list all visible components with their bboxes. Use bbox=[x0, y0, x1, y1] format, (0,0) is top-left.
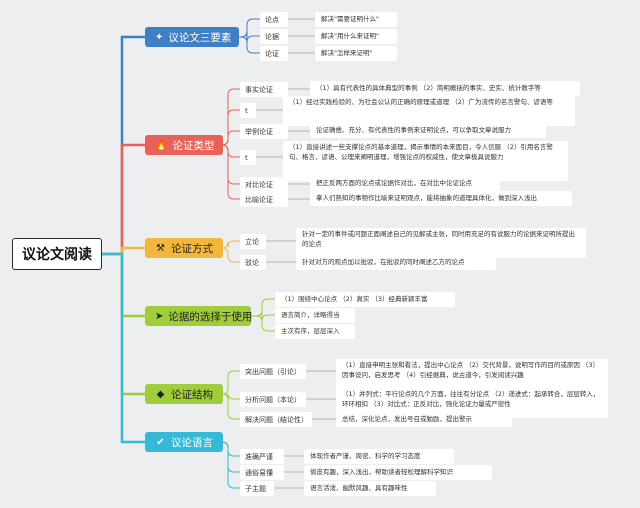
detail-raise-question[interactable]: （1）直接申明主张和看法，提出中心论点 （2）交代背景，说明写作的目的或原因 （… bbox=[336, 359, 608, 389]
subtopic-ordered-layers[interactable]: 主次有序，层层深入 bbox=[275, 324, 355, 339]
connector-sub-s0i2 bbox=[239, 36, 260, 54]
section-three-elements[interactable]: ✦ 议论文三要素 bbox=[145, 27, 239, 47]
paper-plane-icon: ➤ bbox=[155, 310, 164, 322]
subtopic-lunju[interactable]: 论据 bbox=[260, 29, 288, 44]
detail-establish[interactable]: 针对一定的事件或问题正面阐述自己的见解或主张，同时用充足的有说服力的论据来证明所… bbox=[296, 228, 586, 258]
subtopic-establish[interactable]: 立论 bbox=[240, 234, 266, 249]
connector-sub-s4i0 bbox=[221, 370, 240, 395]
subtopic-accessible[interactable]: 通俗易懂 bbox=[240, 465, 284, 480]
connector-sub-s1i3 bbox=[221, 144, 240, 158]
subtopic-evidence-criteria[interactable]: （1）围绕中心论点 （2）真实 （3）经典新颖丰富 bbox=[275, 292, 455, 307]
subtopic-concise-language[interactable]: 语言简介，详略得当 bbox=[275, 308, 355, 323]
connector-sub-s5i0 bbox=[221, 441, 240, 457]
fire-icon: 🔥 bbox=[155, 139, 168, 151]
section-evidence-selection[interactable]: ➤ 论据的选择于使用 bbox=[145, 306, 253, 326]
section-argument-structure[interactable]: ◆ 论证结构 bbox=[145, 384, 223, 404]
connector-sub-s1i2 bbox=[221, 130, 240, 146]
subtopic-subtheme[interactable]: 子主题 bbox=[240, 481, 274, 496]
check-icon: ✔ bbox=[156, 436, 165, 448]
connector-section-4 bbox=[102, 252, 145, 396]
section-title: 论证方式 bbox=[171, 242, 213, 255]
connector-sub-s1i4 bbox=[221, 144, 240, 185]
connector-sub-s1i5 bbox=[221, 144, 240, 200]
connector-sub-s5i2 bbox=[221, 441, 240, 489]
detail-fact-argument[interactable]: （1）具有代表性的具体典型的事例 （2）简明概括的事实、史实、统计数字等 bbox=[310, 81, 580, 96]
subtopic-fact-argument[interactable]: 事实论证 bbox=[240, 82, 288, 97]
subtopic-analyze-question[interactable]: 分析问题（本论） bbox=[240, 392, 306, 407]
detail-metaphor-argument[interactable]: 拿人们熟知的事物作比喻来证明观点，能将抽象的道理具体化，做到深入浅出 bbox=[310, 191, 572, 206]
detail-lundian[interactable]: 解决"需要证明什么" bbox=[315, 12, 397, 27]
connector-section-1 bbox=[102, 143, 145, 256]
detail-lunzheng[interactable]: 解决"怎样来证明" bbox=[315, 46, 397, 61]
connector-sub-s3i2 bbox=[251, 315, 275, 332]
detail-solve-question[interactable]: 总结，深化论点，发出号召或勉励，提出警示 bbox=[336, 412, 512, 427]
diamond-icon: ◆ bbox=[156, 388, 165, 400]
connector-sub-s5i1 bbox=[221, 441, 240, 473]
detail-accurate[interactable]: 体现作者严谨、周密、科学的学习态度 bbox=[304, 449, 454, 464]
connector-section-5 bbox=[102, 252, 145, 444]
subtopic-lundian[interactable]: 论点 bbox=[260, 12, 288, 27]
detail-lunju[interactable]: 解决"用什么来证明" bbox=[315, 29, 397, 44]
section-title: 议论语言 bbox=[171, 436, 213, 449]
section-title: 论据的选择于使用 bbox=[168, 310, 253, 323]
section-title: 论证结构 bbox=[171, 388, 213, 401]
subtopic-contrast-argument[interactable]: 对比论证 bbox=[240, 177, 288, 192]
section-argument-types[interactable]: 🔥 论证类型 bbox=[145, 135, 223, 155]
connector-sub-s3i1 bbox=[251, 309, 275, 322]
tools-icon: ⚒ bbox=[156, 242, 165, 254]
connector-sub-s1i1 bbox=[221, 109, 240, 146]
section-title: 论证类型 bbox=[172, 139, 215, 152]
detail-example-argument[interactable]: 论证确凿、充分、有代表性的事例来证明论点，可以争取文章说服力 bbox=[310, 123, 546, 138]
detail-accessible[interactable]: 倘皮有趣，深入浅出，帮助读者轻松理解科学知识 bbox=[304, 465, 492, 480]
subtopic-t1[interactable]: t bbox=[240, 103, 256, 118]
connector-sub-s0i0 bbox=[239, 18, 260, 38]
detail-subtheme[interactable]: 语言活泼、幽默风趣、具有趣味性 bbox=[304, 481, 436, 496]
subtopic-solve-question[interactable]: 解决问题（结论性） bbox=[240, 412, 312, 427]
subtopic-raise-question[interactable]: 突出问题（引论） bbox=[240, 364, 306, 379]
section-title: 议论文三要素 bbox=[168, 31, 232, 44]
root-node[interactable]: 议论文阅读 bbox=[12, 238, 102, 270]
subtopic-t2[interactable]: t bbox=[240, 150, 256, 165]
section-argument-language[interactable]: ✔ 议论语言 bbox=[145, 432, 223, 452]
connector-sub-s1i0 bbox=[221, 88, 240, 146]
subtopic-refute[interactable]: 驳论 bbox=[240, 255, 266, 270]
connector-sub-s3i0 bbox=[251, 298, 275, 317]
connector-sub-s2i1 bbox=[221, 247, 240, 263]
connector-sub-s2i0 bbox=[221, 240, 240, 249]
subtopic-example-argument[interactable]: 举例论证 bbox=[240, 124, 288, 139]
subtopic-lunzheng[interactable]: 论证 bbox=[260, 46, 288, 61]
detail-t1[interactable]: （1）经过实践检验的、为社会公认的正确的原理或道理 （2）广为流传的名言警句、谚… bbox=[283, 96, 575, 126]
sparkle-icon: ✦ bbox=[155, 31, 164, 43]
subtopic-metaphor-argument[interactable]: 比喻论证 bbox=[240, 192, 288, 207]
detail-refute[interactable]: 针对对方的观点加以批驳，在批驳的同时阐述乙方的论点 bbox=[296, 255, 496, 270]
subtopic-accurate[interactable]: 准确严谨 bbox=[240, 449, 284, 464]
detail-t2[interactable]: （1）直接讲述一些支撑论点的基本道理，揭示事情的本来面目，令人信服 （2）引用名… bbox=[283, 141, 568, 181]
connector-sub-s0i1 bbox=[239, 30, 260, 43]
connector-section-3 bbox=[102, 252, 145, 318]
connector-sub-s4i2 bbox=[221, 393, 240, 420]
section-argument-methods[interactable]: ⚒ 论证方式 bbox=[145, 238, 223, 258]
detail-contrast-argument[interactable]: 把正反两方面的论点或论据作对比，在对比中论证论点 bbox=[310, 176, 500, 191]
